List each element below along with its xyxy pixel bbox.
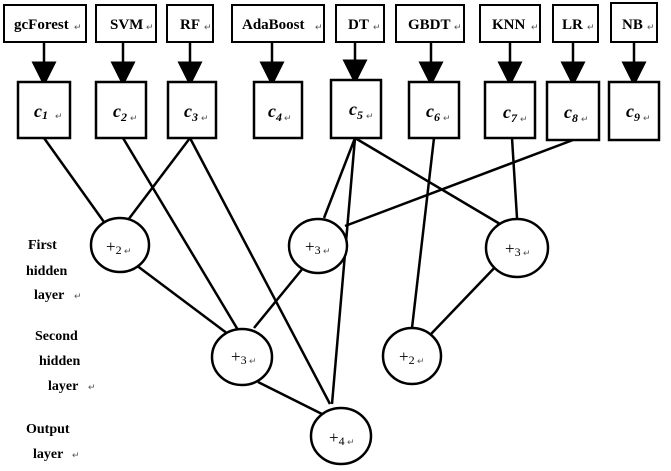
classifier-label-svm: SVM <box>110 17 143 33</box>
node-first-hidden-2 <box>287 217 349 275</box>
node-label-h2a: +3 <box>231 347 247 367</box>
svg-text:↵: ↵ <box>146 22 154 32</box>
node-first-hidden-3 <box>484 217 550 279</box>
svg-text:↵: ↵ <box>454 22 462 32</box>
classifier-label-adaboost: AdaBoost <box>242 17 305 33</box>
c-box-4 <box>252 80 304 140</box>
svg-text:↵: ↵ <box>417 356 425 366</box>
c-label-2: c2 <box>113 101 127 124</box>
paragraph-marks-top: ↵ ↵ ↵ ↵ ↵ ↵ ↵ ↵ ↵ <box>74 22 655 32</box>
node-label-h1c: +3 <box>505 239 521 259</box>
c-box-3 <box>166 80 218 140</box>
classifier-box-adaboost <box>231 4 325 43</box>
node-label-h1a: +2 <box>106 237 122 257</box>
classifier-box-lr <box>552 4 599 43</box>
c-label-9: c9 <box>626 101 640 124</box>
output-label-1: Output <box>26 422 70 437</box>
svg-text:↵: ↵ <box>323 246 331 256</box>
c-box-2 <box>94 80 148 140</box>
c-box-9 <box>607 80 661 142</box>
classifier-label-rf: RF <box>180 17 200 33</box>
svg-text:↵: ↵ <box>366 111 374 121</box>
c-label-7: c7 <box>503 102 518 125</box>
classifier-box-svm <box>95 4 157 43</box>
layer-labels: First hidden layer ↵ Second hidden layer… <box>26 238 96 462</box>
svg-text:↵: ↵ <box>249 356 257 366</box>
classifier-label-knn: KNN <box>492 17 526 33</box>
node-label-out: +4 <box>329 428 345 448</box>
classifier-label-nb: NB <box>622 17 643 33</box>
svg-text:↵: ↵ <box>443 113 451 123</box>
svg-text:↵: ↵ <box>643 113 651 123</box>
c-box-7 <box>483 80 537 140</box>
name-to-c-arrows <box>31 42 647 87</box>
svg-text:↵: ↵ <box>72 450 80 460</box>
svg-text:↵: ↵ <box>88 382 96 392</box>
c-labels: c1 c2 c3 c4 c5 c6 c7 c8 c9 <box>34 99 640 125</box>
c-box-row <box>16 78 661 142</box>
node-label-h1b: +3 <box>305 237 321 257</box>
node-output <box>309 406 373 466</box>
c-label-5: c5 <box>349 99 363 122</box>
c-label-4: c4 <box>268 101 282 124</box>
svg-text:↵: ↵ <box>581 114 589 124</box>
svg-text:↵: ↵ <box>523 248 531 258</box>
node-label-h2b: +2 <box>399 347 415 367</box>
classifier-label-gbdt: GBDT <box>408 17 451 33</box>
node-second-hidden-2 <box>381 326 443 386</box>
svg-text:↵: ↵ <box>284 113 292 123</box>
node-second-hidden-1 <box>210 327 274 387</box>
svg-text:↵: ↵ <box>520 114 528 124</box>
svg-text:↵: ↵ <box>587 22 595 32</box>
svg-text:↵: ↵ <box>647 22 655 32</box>
svg-text:↵: ↵ <box>55 111 63 121</box>
svg-text:↵: ↵ <box>124 246 132 256</box>
svg-text:↵: ↵ <box>74 291 82 301</box>
classifier-label-dt: DT <box>348 17 369 33</box>
svg-text:↵: ↵ <box>315 22 323 32</box>
classifier-box-gbdt <box>395 4 465 43</box>
hidden-nodes <box>89 216 550 466</box>
svg-text:↵: ↵ <box>531 22 539 32</box>
c-label-6: c6 <box>426 101 440 124</box>
svg-text:↵: ↵ <box>201 113 209 123</box>
c-label-1: c1 <box>34 101 48 122</box>
c-box-1 <box>16 80 72 140</box>
second-hidden-label-2: hidden <box>39 354 80 369</box>
classifier-label-gcforest: gcForest <box>14 17 69 33</box>
second-hidden-label-1: Second <box>35 329 78 344</box>
svg-text:↵: ↵ <box>130 113 138 123</box>
paragraph-marks-nodes: ↵ ↵ ↵ ↵ ↵ ↵ ↵ ↵ ↵ ↵ ↵ ↵ ↵ ↵ ↵ <box>55 111 651 447</box>
classifier-label-lr: LR <box>562 17 583 33</box>
svg-text:↵: ↵ <box>204 22 212 32</box>
c-box-8 <box>545 80 601 142</box>
hidden-node-labels: +2 +3 +3 +3 +2 +4 <box>106 237 521 448</box>
c-label-3: c3 <box>184 101 198 124</box>
classifier-box-dt <box>335 4 385 43</box>
second-hidden-label-3: layer <box>48 379 78 394</box>
first-hidden-label-3: layer <box>34 288 64 303</box>
first-hidden-label-2: hidden <box>26 264 67 279</box>
c-label-8: c8 <box>564 102 578 125</box>
svg-text:↵: ↵ <box>347 437 355 447</box>
connection-lines <box>42 136 574 420</box>
classifier-name-row: gcForest SVM RF AdaBoost DT GBDT KNN LR … <box>3 2 658 43</box>
node-first-hidden-1 <box>89 216 151 274</box>
svg-text:↵: ↵ <box>74 22 82 32</box>
first-hidden-label-1: First <box>28 238 57 253</box>
svg-text:↵: ↵ <box>373 22 381 32</box>
output-label-2: layer <box>33 447 63 462</box>
